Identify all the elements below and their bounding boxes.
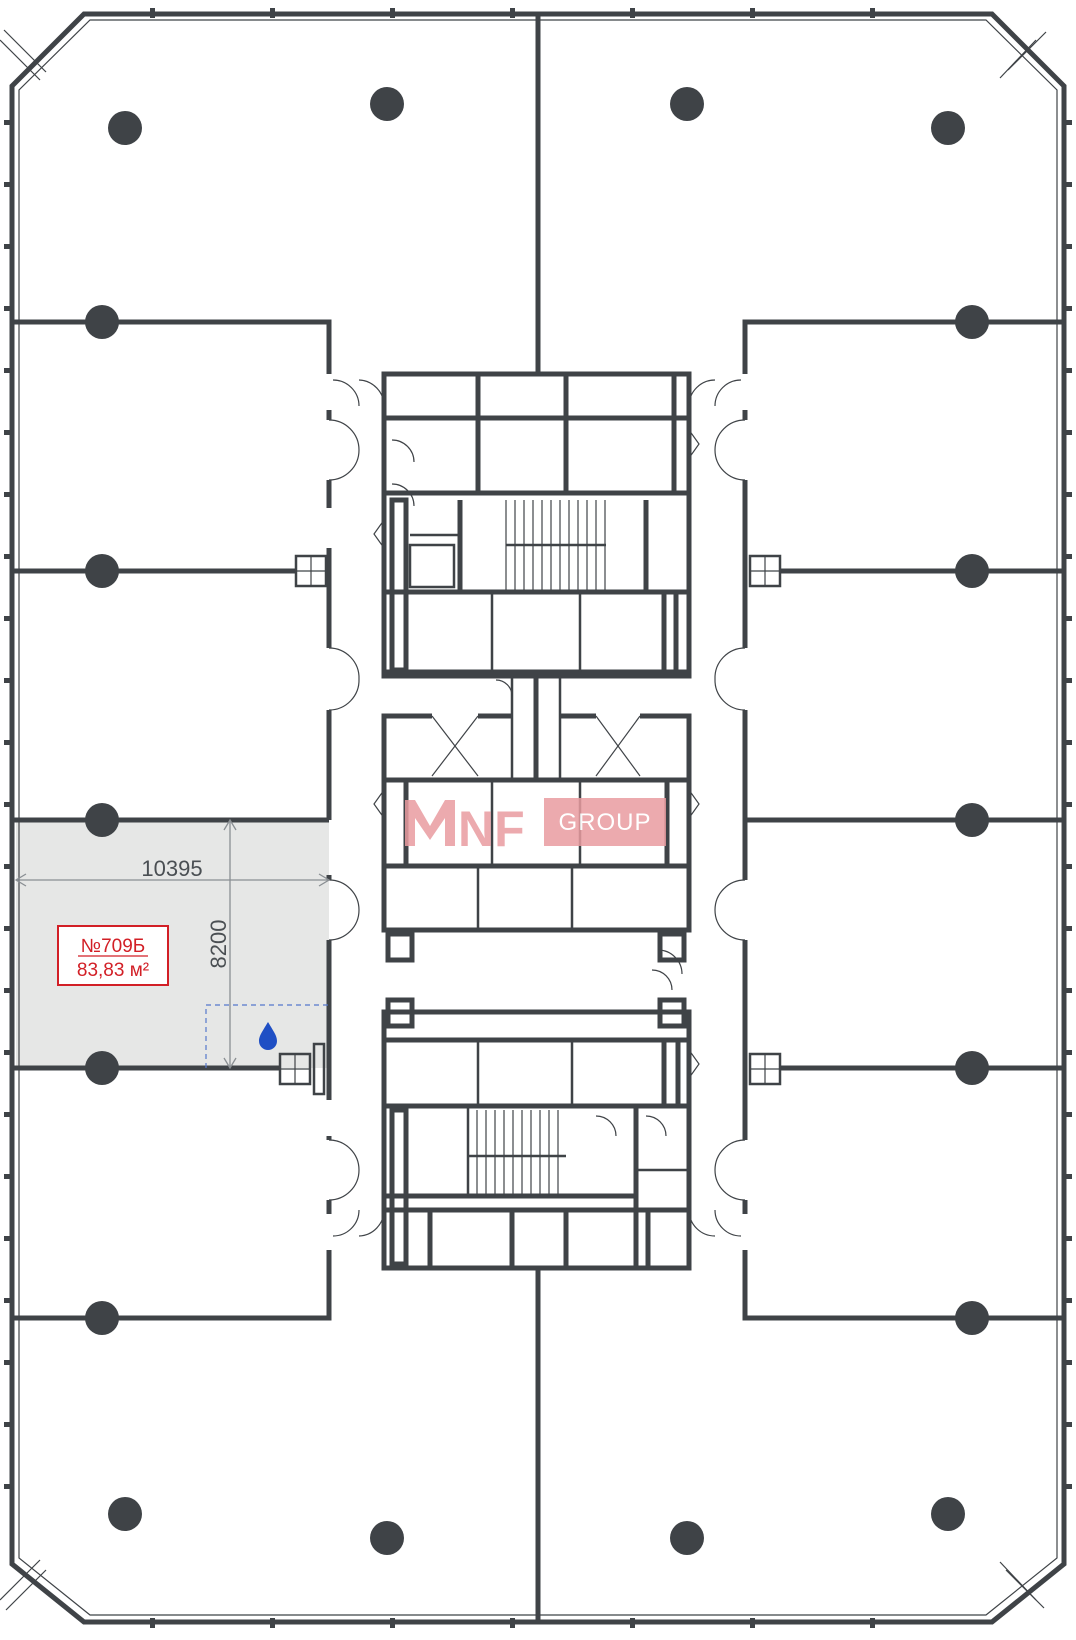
mullion-tick — [4, 1112, 14, 1117]
right-wing-walls — [742, 319, 1064, 1321]
mullion-tick — [510, 1618, 515, 1628]
mullion-tick — [270, 8, 275, 18]
left-wing-walls — [12, 319, 332, 1321]
wet-zone-outline — [205, 1004, 329, 1068]
mullion-tick — [1062, 864, 1072, 869]
mullion-tick — [4, 492, 14, 497]
brand-logo: NF GROUP — [405, 798, 666, 857]
dimension-height: 8200 — [206, 818, 237, 1070]
mullion-tick — [1062, 1112, 1072, 1117]
unit-number: №709Б — [81, 936, 146, 957]
building-core — [381, 371, 692, 1271]
mullion-tick — [1062, 120, 1072, 125]
unit-label[interactable]: №709Б 83,83 м² — [57, 925, 169, 986]
mullion-tick — [1062, 554, 1072, 559]
mullion-tick — [4, 678, 14, 683]
width-dimension-label: 10395 — [141, 856, 202, 881]
mullion-tick — [150, 8, 155, 18]
mullion-tick — [4, 1360, 14, 1365]
mullion-tick — [1062, 1174, 1072, 1179]
mullion-tick — [4, 244, 14, 249]
mullion-tick — [4, 926, 14, 931]
mullion-tick — [150, 1618, 155, 1628]
logo-brand-text: NF — [458, 801, 525, 857]
mullion-tick — [1062, 988, 1072, 993]
mullion-tick — [870, 8, 875, 18]
mullion-tick — [1062, 1236, 1072, 1241]
mullion-tick — [4, 368, 14, 373]
mullion-tick — [4, 1298, 14, 1303]
mullion-tick — [1062, 740, 1072, 745]
mullion-tick — [4, 430, 14, 435]
mullion-tick — [1062, 1484, 1072, 1489]
mullion-tick — [270, 1618, 275, 1628]
mullion-tick — [4, 120, 14, 125]
mullion-tick — [4, 740, 14, 745]
mullion-tick — [1062, 1360, 1072, 1365]
mullion-tick — [1062, 802, 1072, 807]
mullion-tick — [4, 1174, 14, 1179]
dimension-width: 10395 — [14, 856, 331, 887]
mullion-tick — [1062, 678, 1072, 683]
mullion-tick — [870, 1618, 875, 1628]
mullion-tick — [1062, 430, 1072, 435]
logo-suffix-text: GROUP — [558, 809, 651, 836]
mullion-tick — [4, 1236, 14, 1241]
structural-columns — [85, 87, 989, 1555]
mullion-tick — [390, 8, 395, 18]
mullion-tick — [4, 1050, 14, 1055]
mullion-tick — [4, 1484, 14, 1489]
building-outline — [0, 11, 1067, 1625]
mullion-tick — [630, 1618, 635, 1628]
mullion-tick — [1062, 244, 1072, 249]
unit-area: 83,83 м² — [77, 960, 149, 981]
mullion-tick — [630, 8, 635, 18]
mullion-tick — [1062, 1050, 1072, 1055]
mullion-tick — [4, 554, 14, 559]
water-drop-icon — [259, 1022, 277, 1050]
facade-mullions — [4, 8, 1072, 1628]
mullion-tick — [1062, 492, 1072, 497]
mullion-tick — [390, 1618, 395, 1628]
lower-stair — [467, 1110, 559, 1196]
mullion-tick — [1062, 926, 1072, 931]
mullion-tick — [1062, 368, 1072, 373]
mullion-tick — [1062, 182, 1072, 187]
mullion-tick — [510, 8, 515, 18]
mullion-tick — [4, 802, 14, 807]
mullion-tick — [1062, 1298, 1072, 1303]
logo-mark-icon — [405, 800, 455, 846]
height-dimension-label: 8200 — [206, 920, 231, 969]
mullion-tick — [4, 182, 14, 187]
mullion-tick — [4, 1422, 14, 1427]
mullion-tick — [1062, 616, 1072, 621]
mullion-tick — [1062, 1422, 1072, 1427]
mullion-tick — [4, 988, 14, 993]
mullion-tick — [750, 1618, 755, 1628]
mullion-tick — [4, 616, 14, 621]
doors — [328, 379, 746, 1237]
mullion-tick — [1062, 306, 1072, 311]
mullion-tick — [750, 8, 755, 18]
mullion-tick — [4, 306, 14, 311]
mullion-tick — [4, 864, 14, 869]
